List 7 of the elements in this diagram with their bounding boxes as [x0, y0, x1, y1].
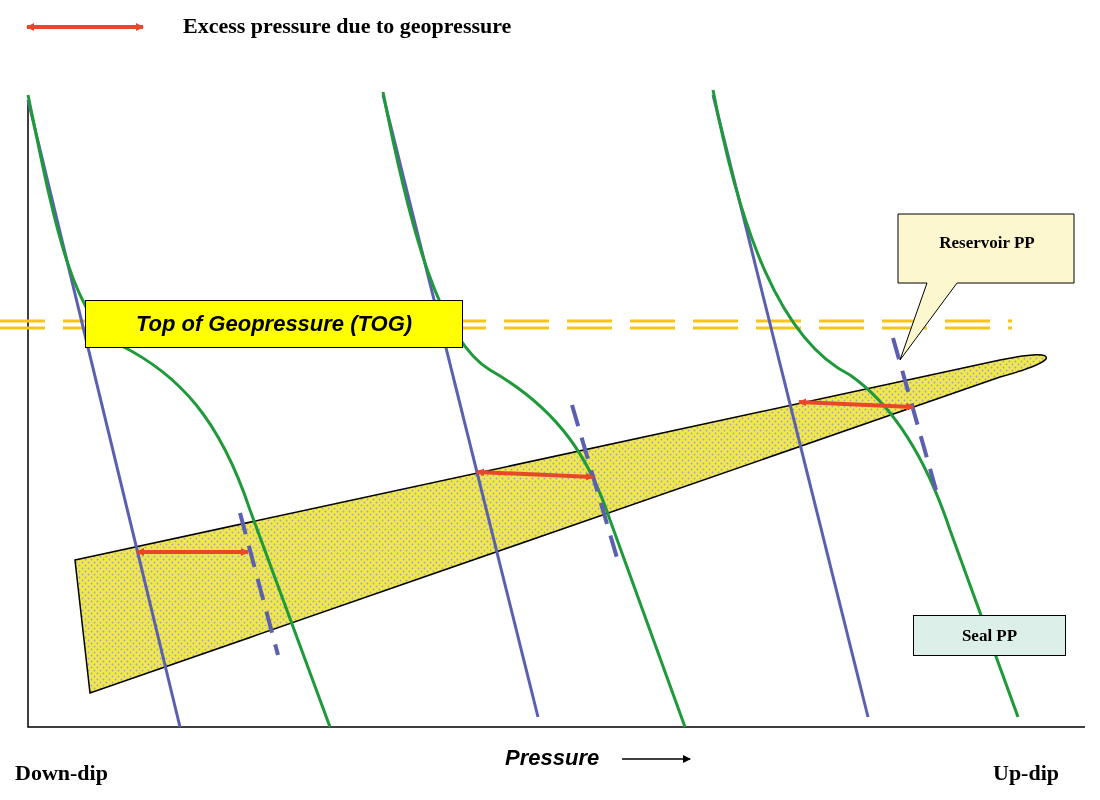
callout-box: Reservoir PP — [897, 213, 1077, 363]
side-label: Down-dip — [15, 760, 108, 786]
label-box: Top of Geopressure (TOG) — [85, 300, 463, 348]
side-label: Up-dip — [993, 760, 1060, 786]
axis-label: Pressure — [505, 745, 600, 771]
legend-text: Excess pressure due to geopressure — [183, 13, 512, 39]
label-box: Seal PP — [913, 615, 1066, 656]
